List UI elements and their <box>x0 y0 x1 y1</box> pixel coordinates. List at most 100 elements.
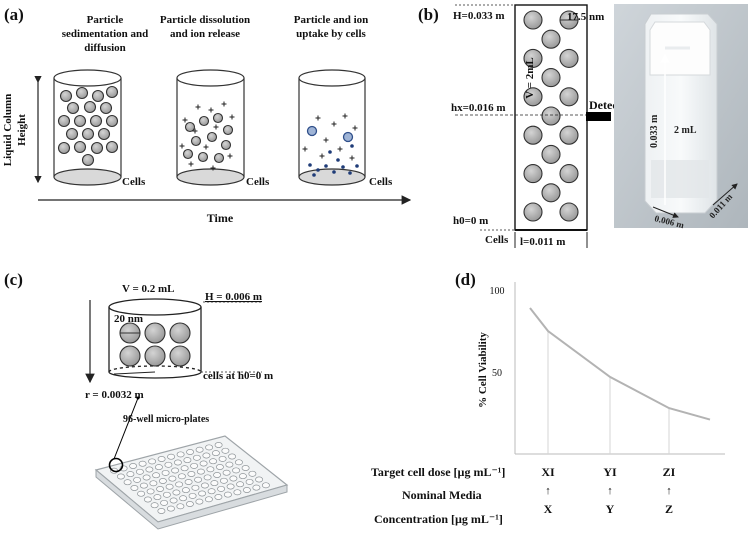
plate-well <box>145 466 154 473</box>
dose-arrow: ↑ <box>607 485 613 497</box>
particle-taken-up <box>342 131 354 143</box>
stage2-title-1: Particle dissolution <box>160 14 250 26</box>
plate-well <box>154 464 163 471</box>
plate-well <box>150 502 159 509</box>
stage1-title-3: diffusion <box>84 42 126 54</box>
plate-well <box>238 473 247 480</box>
panel-a: (a) Particle sedimentation and diffusion… <box>2 5 412 225</box>
particle <box>99 101 113 115</box>
width-label: l=0.011 m <box>520 236 565 248</box>
particle <box>559 48 579 68</box>
height-h0-label: h0=0 m <box>453 215 488 227</box>
plate-well <box>168 475 177 482</box>
plate-well <box>157 508 166 514</box>
nominal-conc-Z: Z <box>665 502 673 516</box>
ion-plus <box>203 144 209 150</box>
plate-well <box>138 460 147 467</box>
cuvette-photo: 0.033 m 2 mL 0.006 m 0.011 m <box>614 4 748 230</box>
plate-well <box>179 495 188 502</box>
particle <box>105 85 119 99</box>
ion-plus <box>221 101 227 107</box>
ion-plus <box>210 165 216 171</box>
radius-label-c: r = 0.0032 m <box>85 389 144 401</box>
ion-plus <box>195 104 201 110</box>
particle <box>119 345 141 367</box>
plate-well <box>226 483 235 490</box>
ion-plus <box>182 117 188 123</box>
plate-well <box>175 481 184 488</box>
panel-c-label: (c) <box>4 270 23 289</box>
plate-well <box>228 453 237 460</box>
plate-well <box>217 485 226 492</box>
plate-well <box>242 487 251 493</box>
plate-well <box>176 451 185 458</box>
ion-dot <box>348 171 352 175</box>
plate-well <box>185 501 194 507</box>
particle <box>57 141 71 155</box>
particle <box>81 127 95 141</box>
panel-a-label: (a) <box>4 5 24 24</box>
particle-size-label: 17.5 nm <box>567 11 604 23</box>
plate-well <box>191 484 200 491</box>
height-axis-label-2: Height <box>16 114 28 146</box>
plate-well <box>211 450 220 457</box>
detector-bar <box>586 112 611 121</box>
plate-well <box>210 480 219 487</box>
particle <box>91 89 105 103</box>
volume-label-c: V = 0.2 mL <box>122 283 175 295</box>
particle <box>105 114 119 128</box>
particle <box>523 87 543 107</box>
nominal-conc-X: X <box>544 502 553 516</box>
photo-volume-label: 2 mL <box>674 125 697 136</box>
photo-height-label: 0.033 m <box>649 114 660 148</box>
plate-well <box>164 461 173 468</box>
particle <box>169 322 191 344</box>
particle <box>541 144 561 164</box>
particle <box>523 202 543 222</box>
ion-plus <box>213 124 219 130</box>
particle <box>213 152 225 164</box>
plate-well <box>241 465 250 471</box>
stage1-title-2: sedimentation and <box>62 28 149 40</box>
plate-well <box>192 454 201 461</box>
plate-well <box>148 458 157 465</box>
plate-well <box>207 488 216 495</box>
plate-well <box>135 468 144 475</box>
plate-well <box>202 452 211 459</box>
plate-well <box>233 489 242 496</box>
particle <box>541 183 561 203</box>
nominal-label-2: Concentration [µg mL⁻¹] <box>374 512 503 526</box>
plate-well <box>252 484 261 491</box>
ion-plus <box>323 137 329 143</box>
ion-dot <box>316 168 320 172</box>
particle <box>523 10 543 30</box>
plate-well <box>215 464 224 470</box>
plate-well <box>158 478 167 484</box>
ion-dot <box>328 150 332 154</box>
plate-well <box>126 471 135 478</box>
particle <box>144 345 166 367</box>
plate-well <box>214 494 223 500</box>
y-axis-label: % Cell Viability <box>477 332 489 408</box>
plate-well <box>143 496 152 503</box>
volume-label: V = 2mL <box>524 57 536 99</box>
plate-well <box>123 479 132 486</box>
cells-label-c: cells at h0=0 m <box>203 370 273 382</box>
plate-well <box>255 476 264 483</box>
target-dose-Y: YI <box>603 465 617 479</box>
ion-plus <box>229 114 235 120</box>
plate-well <box>232 467 241 474</box>
panel-b-label: (b) <box>418 5 439 24</box>
particle <box>559 164 579 184</box>
particle <box>220 139 232 151</box>
cells-label-3: Cells <box>369 176 393 188</box>
plate-well <box>157 456 166 462</box>
plate-well <box>190 462 199 469</box>
particle <box>66 101 80 115</box>
plate-well <box>142 474 151 481</box>
particle <box>190 135 202 147</box>
plate-well <box>205 444 214 451</box>
cylinder-dissolution <box>176 69 245 186</box>
